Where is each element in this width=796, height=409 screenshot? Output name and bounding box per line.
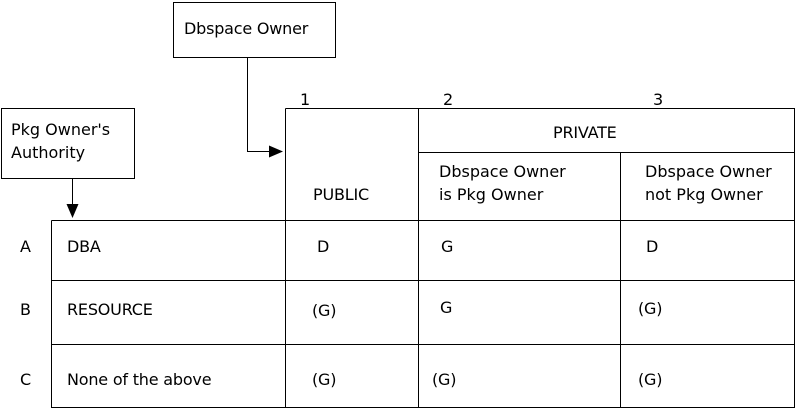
pkg-owner-arrowhead — [66, 204, 79, 218]
header-private: PRIVATE — [553, 123, 617, 142]
dbspace-owner-box — [173, 2, 336, 58]
row-c-private-not-owner: (G) — [638, 370, 663, 389]
column-number-2: 2 — [443, 90, 453, 109]
dbspace-owner-label: Dbspace Owner — [184, 19, 309, 38]
row-letter-a: A — [20, 237, 31, 256]
row-a-private-not-owner: D — [646, 237, 659, 256]
pkg-owner-authority-label: Pkg Owner's Authority — [11, 120, 111, 162]
dbspace-owner-connector — [247, 57, 270, 152]
row-a-private-owner: G — [441, 237, 454, 256]
row-b-private-owner: G — [440, 298, 453, 317]
row-c-private-owner: (G) — [432, 370, 457, 389]
dbspace-owner-arrowhead — [269, 145, 283, 158]
row-letter-c: C — [20, 370, 31, 389]
column-number-1: 1 — [300, 90, 310, 109]
header-private-owner: Dbspace Owner is Pkg Owner — [439, 162, 566, 204]
row-a-authority: DBA — [67, 237, 101, 256]
row-a-public: D — [317, 237, 330, 256]
row-b-authority: RESOURCE — [67, 300, 153, 319]
row-c-public: (G) — [312, 370, 337, 389]
header-public: PUBLIC — [313, 185, 369, 204]
row-c-authority: None of the above — [67, 370, 212, 389]
row-b-private-not-owner: (G) — [638, 299, 663, 318]
row-letter-b: B — [20, 300, 31, 319]
header-private-not-owner: Dbspace Owner not Pkg Owner — [645, 162, 772, 204]
column-number-3: 3 — [653, 90, 663, 109]
pkg-owner-box — [1, 108, 135, 179]
row-b-public: (G) — [312, 301, 337, 320]
